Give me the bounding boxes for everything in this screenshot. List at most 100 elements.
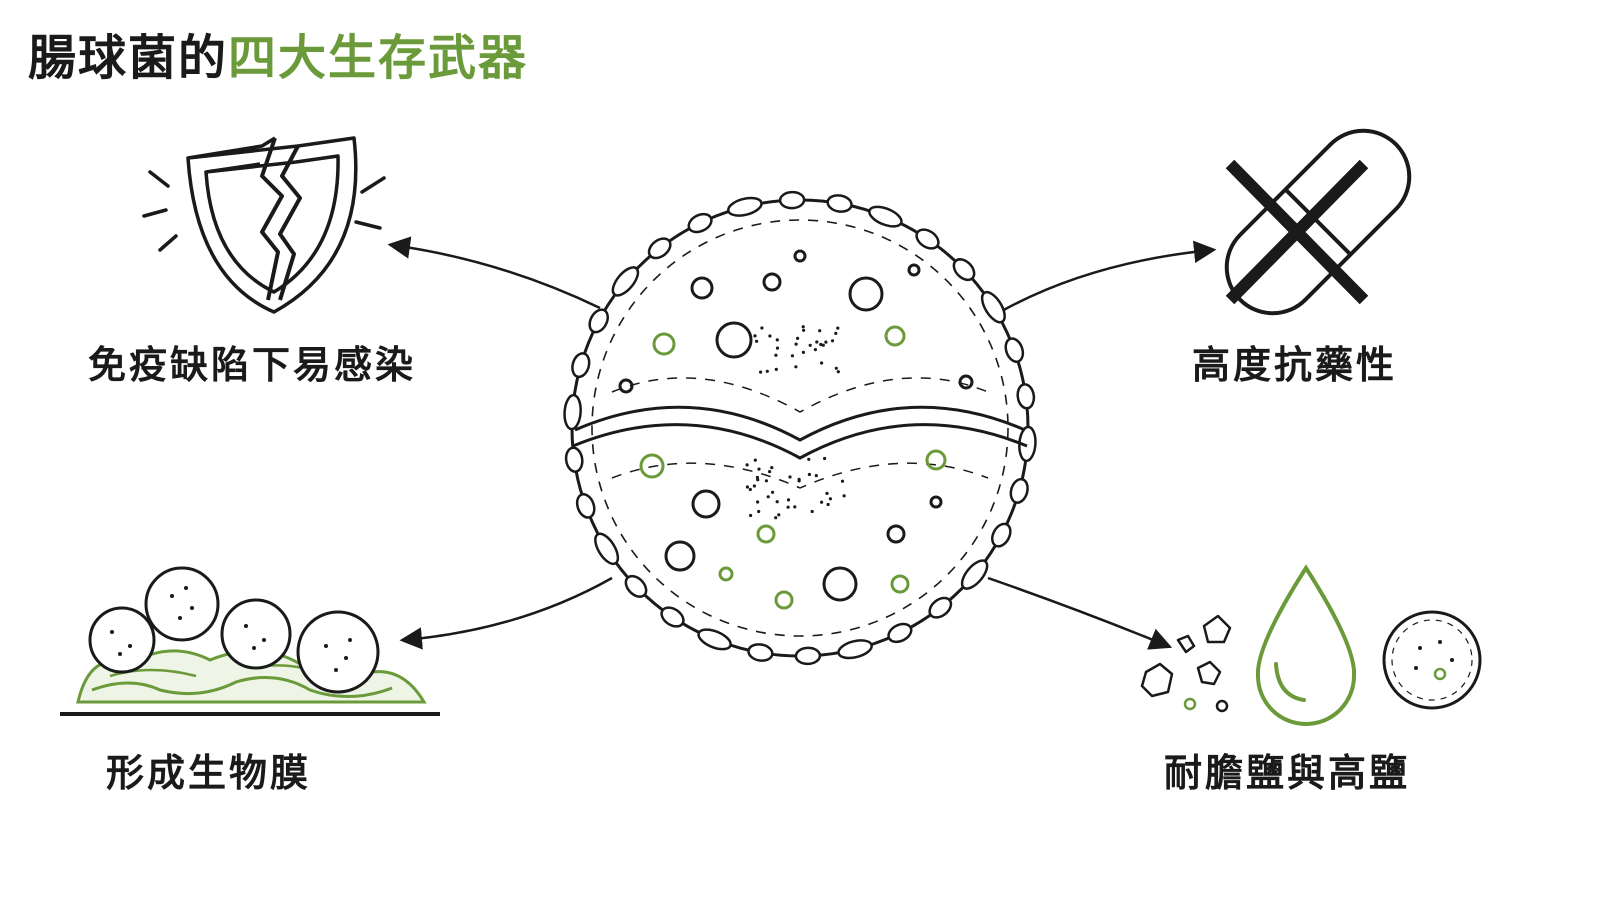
cell-dot <box>768 470 772 474</box>
cell-dot <box>820 500 824 504</box>
cell-wall-bump <box>575 493 596 519</box>
cell-dot <box>836 326 840 330</box>
cell-dot <box>801 350 806 354</box>
alert-lines <box>142 170 386 252</box>
cell-dot <box>797 479 801 483</box>
cell-dot <box>755 475 760 480</box>
cell-dot <box>794 342 798 346</box>
cell-dot <box>774 367 778 371</box>
cell-wall-bump <box>697 628 732 651</box>
cell-dot <box>819 342 823 347</box>
water-drop-icon <box>1255 564 1357 726</box>
cell-wall-bump <box>647 237 672 260</box>
label-bile-salt-tolerance: 耐膽鹽與高鹽 <box>1164 751 1411 795</box>
label-drug-resistance: 高度抗藥性 <box>1192 343 1398 387</box>
cell-granules <box>618 249 974 610</box>
cell-wall-bump <box>928 596 953 619</box>
cell-wall-bump <box>624 574 648 598</box>
cell-dot <box>760 326 764 330</box>
cell-dot <box>757 467 761 471</box>
cell-wall-bump <box>727 196 763 217</box>
cell-dot <box>793 505 797 509</box>
cell-wall-bump <box>915 228 940 250</box>
cell-dot <box>757 509 761 514</box>
cell-wall-bump <box>991 522 1012 548</box>
cell-dot <box>842 494 846 498</box>
cell-dot <box>820 361 824 365</box>
page-title: 腸球菌的四大生存武器 <box>28 18 528 88</box>
cell-wall-bump <box>687 212 713 234</box>
cell-dot <box>830 339 835 343</box>
cell-wall-bumps <box>563 190 1037 666</box>
cell-dot <box>794 365 798 369</box>
cell-dot <box>759 370 763 374</box>
cell-dot <box>770 466 774 470</box>
salt-drop-cell-icon <box>1140 564 1482 726</box>
cell-wall-bump <box>1004 337 1025 363</box>
cell-wall-bump <box>588 308 609 334</box>
arrow-to-biofilm <box>399 576 613 650</box>
cell-wall-bump <box>837 639 873 660</box>
cell-dot <box>775 338 779 342</box>
cell-wall-bump <box>564 446 584 473</box>
cell-dot <box>766 495 770 499</box>
cell-dot <box>813 348 818 352</box>
cell-wall-bump <box>1016 383 1036 410</box>
arrow-to-tolerance <box>987 576 1173 650</box>
cell-dot <box>755 339 759 343</box>
cell-wall-bump <box>660 606 685 628</box>
broken-shield-icon <box>142 136 386 314</box>
cell-dot <box>771 490 775 494</box>
cell-wall-bump <box>563 393 582 431</box>
cell-dot <box>774 353 778 357</box>
cell-dot <box>840 479 845 483</box>
cell-dot <box>826 502 830 507</box>
cell-dot <box>807 472 812 477</box>
cell-dot <box>834 331 838 335</box>
cell-dot <box>775 346 780 350</box>
cell-wall-bump <box>868 205 903 228</box>
cell-wall-bump <box>794 646 822 666</box>
label-immune-infection: 免疫缺陷下易感染 <box>88 343 417 387</box>
arrow-to-immune <box>387 236 601 310</box>
cell-dot <box>790 354 795 358</box>
cell-dot <box>815 340 819 344</box>
cell-dot <box>818 329 822 333</box>
cell-wall-bump <box>778 190 806 210</box>
cell-dot <box>828 497 833 501</box>
cell-dot <box>753 334 757 338</box>
cell-dot <box>745 485 750 489</box>
arrows <box>387 236 1217 650</box>
cell-wall-bump <box>747 643 774 662</box>
cell-dot <box>796 336 800 340</box>
cell-dot <box>821 343 825 347</box>
cell-dot <box>774 516 778 520</box>
cell-wall-bump <box>960 559 989 590</box>
cell-dot <box>765 369 769 373</box>
cell-dot <box>788 475 792 479</box>
cell-dot <box>814 474 818 478</box>
title-prefix: 腸球菌的 <box>28 30 229 86</box>
cell-dot <box>745 463 749 467</box>
cell-dot <box>753 458 757 462</box>
cell-dot <box>768 334 772 338</box>
salt-crystals <box>1140 614 1232 713</box>
cell-wall-bump <box>887 622 913 644</box>
cell-dots <box>745 325 846 520</box>
arrow-to-resistance <box>999 240 1217 314</box>
cell-dot <box>824 340 828 344</box>
cell-wall-bump <box>611 266 640 297</box>
cell-wall-bump <box>1009 477 1029 504</box>
cell-dot <box>786 498 791 502</box>
cell-dot <box>801 325 805 329</box>
cell-dot <box>807 457 811 461</box>
cell-dot <box>836 370 840 374</box>
cell-wall-bump <box>826 194 853 213</box>
cell-dot <box>775 500 779 504</box>
cell-dot <box>834 366 838 370</box>
cell-wall-bump <box>980 290 1006 324</box>
cell-dot <box>752 484 757 488</box>
cell-dot <box>777 513 781 517</box>
label-biofilm: 形成生物膜 <box>106 751 312 795</box>
cell-dot <box>748 487 752 492</box>
